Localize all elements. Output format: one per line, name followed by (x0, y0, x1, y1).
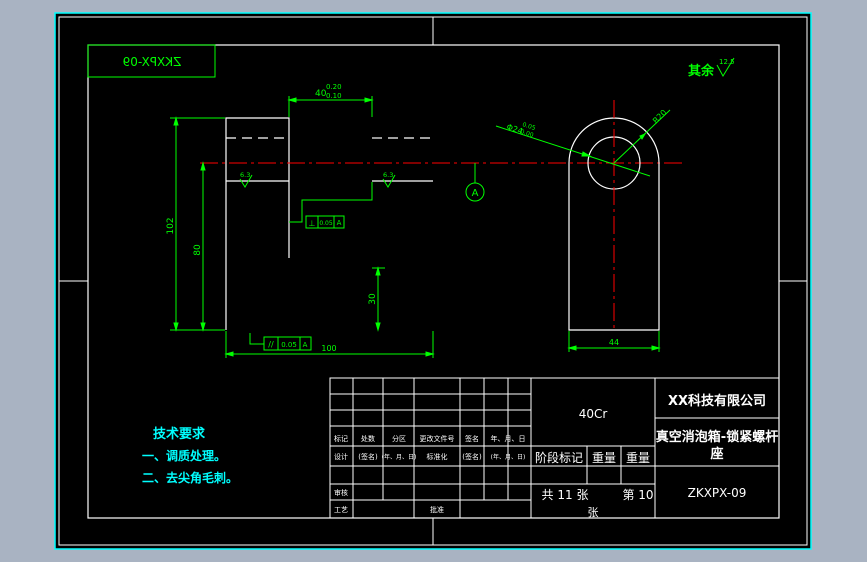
dim-overall-width (224, 331, 435, 358)
dim-overall-height (170, 116, 225, 332)
tb-date: 年、月、日 (491, 434, 526, 443)
roughness-symbol-icon (716, 57, 735, 77)
tb-part-name-1: 真空消泡箱-锁紧螺杆 (656, 429, 778, 445)
perpendicularity-datum: A (337, 219, 342, 227)
dim-width-top-value: 40 (315, 89, 327, 99)
surface-finish-right-value: 6.3 (383, 171, 393, 179)
tb-count: 处数 (361, 434, 375, 443)
dim-width-top (287, 96, 374, 117)
tb-stage-label: 阶段标记 (535, 450, 583, 465)
parallelism-symbol: // (268, 340, 274, 349)
dim-radius (613, 109, 671, 164)
title-block (329, 377, 780, 519)
dim-side-width-value: 44 (609, 338, 619, 347)
dim-bottom-height (372, 266, 385, 332)
tb-signature: 签名 (465, 434, 479, 443)
tb-scale-label: 重量 (626, 451, 650, 465)
dim-hole-dia-upper: 0.05 (521, 121, 536, 132)
tech-req-item-2: 二、去尖角毛刺。 (142, 470, 238, 485)
tb-company: XX科技有限公司 (668, 393, 766, 409)
perpendicularity-symbol: ⊥ (309, 219, 316, 228)
perpendicularity-callout (289, 182, 373, 229)
dim-center-height-value: 80 (193, 244, 203, 256)
frame-ticks (59, 17, 807, 545)
dim-width-top-lower: 0.10 (326, 92, 342, 100)
tb-date2: (年、月、日) (491, 453, 526, 461)
tb-design: 设计 (334, 452, 348, 461)
tb-sign1: (签名) (358, 452, 378, 461)
surface-finish-symbol-left (239, 174, 253, 188)
tech-req-item-1: 一、调质处理。 (142, 448, 226, 463)
code-mirrored-text: ZKXPX-09 (123, 55, 182, 69)
dim-hole-dia-lower: 0.00 (519, 128, 534, 139)
tb-sheet-no: 第 10 (622, 488, 653, 502)
tb-approve: 批准 (430, 505, 444, 514)
surface-finish-symbol-right (382, 174, 396, 188)
dim-bottom-height-value: 30 (368, 293, 378, 305)
parallelism-datum: A (303, 341, 308, 349)
tb-change-doc: 更改文件号 (420, 434, 455, 443)
tb-zone: 分区 (392, 434, 406, 443)
dim-hole-dia (495, 125, 651, 177)
tb-drawing-no: ZKXPX-09 (688, 486, 747, 500)
tb-standardize: 标准化 (427, 452, 448, 461)
surface-finish-left-value: 6.3 (240, 171, 250, 179)
parallelism-callout (249, 333, 312, 351)
dim-width-top-upper: 0.20 (326, 83, 342, 91)
tb-weight-label: 重量 (592, 451, 616, 465)
parallelism-value: 0.05 (281, 341, 297, 349)
tb-sheet-unit: 张 (588, 506, 599, 519)
dim-center-height (200, 161, 206, 332)
drawing-sheet (54, 12, 812, 550)
tb-sheets-total: 共 11 张 (542, 488, 589, 502)
perpendicularity-value: 0.05 (319, 220, 333, 227)
front-view (225, 117, 433, 330)
tb-review: 审核 (334, 488, 348, 497)
code-box (87, 44, 216, 78)
tech-req-title: 技术要求 (153, 426, 206, 442)
roughness-note-value: 12.5 (719, 58, 735, 66)
tb-sign2: (签名) (462, 452, 482, 461)
tb-date1: (年、月、日) (382, 453, 417, 461)
dim-side-width (567, 331, 661, 352)
datum-label: A (472, 188, 479, 199)
tb-part-name-2: 座 (709, 446, 723, 462)
tb-mark: 标记 (334, 434, 348, 443)
dim-overall-width-value: 100 (321, 344, 336, 353)
tb-material: 40Cr (579, 407, 608, 421)
tb-process: 工艺 (334, 506, 348, 514)
roughness-note: 其余 (688, 63, 715, 79)
dim-overall-height-value: 102 (166, 217, 176, 234)
